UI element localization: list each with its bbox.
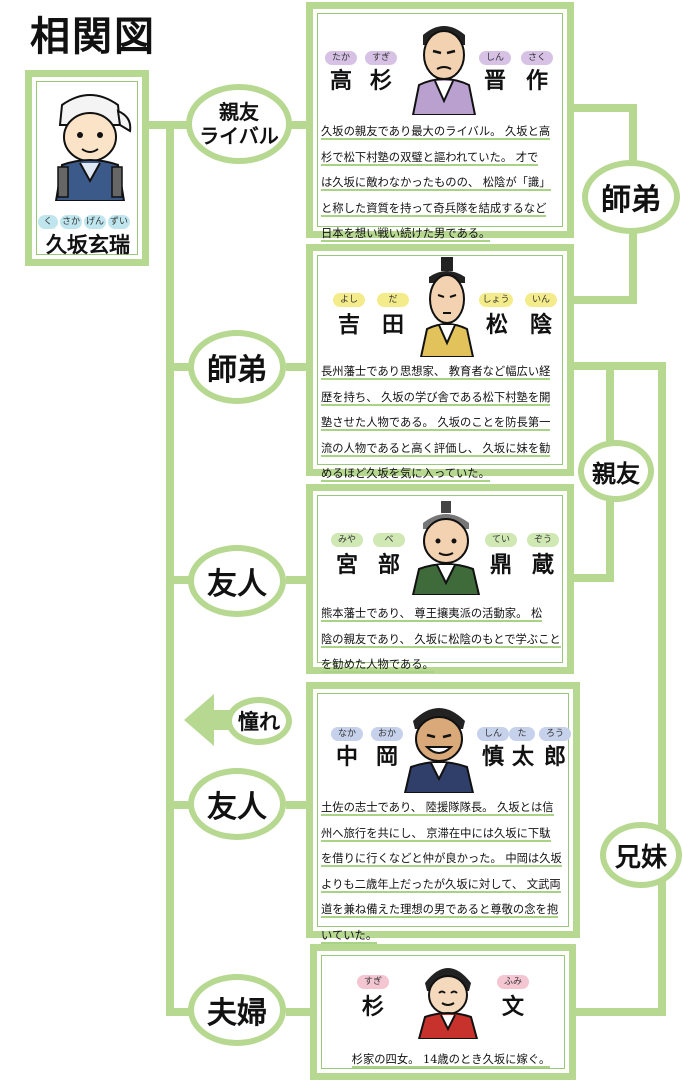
name-char: 陰 — [521, 307, 561, 339]
card-fumi: すぎ ふみ 杉 文 杉家の四女。 14歳のとき久坂に嫁ぐ。 — [310, 944, 576, 1080]
fumi-portrait-icon — [417, 955, 479, 1039]
relation-shinyu-right: 親友 — [578, 440, 654, 502]
name-char: 蔵 — [523, 547, 563, 579]
ruby: すぎ — [357, 975, 389, 989]
ruby: しょう — [479, 293, 513, 307]
protagonist-card: く さか げん ずい 久坂玄瑞 — [25, 70, 149, 266]
description-fumi: 杉家の四女。 14歳のとき久坂に嫁ぐ。 — [331, 1047, 571, 1073]
ruby-saka: さか — [60, 215, 82, 229]
relation-shitei-right: 師弟 — [582, 160, 680, 234]
name-char: 部 — [369, 547, 409, 579]
kusaka-portrait-icon — [46, 85, 134, 201]
ruby: ふみ — [497, 975, 529, 989]
ruby: いん — [525, 293, 557, 307]
ruby: べ — [373, 533, 405, 547]
name-char: 中 — [327, 739, 367, 771]
relation-shitei-left: 師弟 — [188, 330, 286, 404]
relation-kyodai: 兄妹 — [600, 822, 682, 888]
page-title: 相関図 — [30, 4, 156, 62]
description-takasugi: 久坂の親友であり最大のライバル。 久坂と高 杉で松下村塾の双璧と謳われていた。 … — [321, 119, 573, 247]
name-char: 杉 — [361, 63, 401, 95]
ruby-ku: く — [38, 215, 58, 229]
relation-yujin-1: 友人 — [188, 545, 286, 617]
name-char: 郎 — [535, 739, 575, 771]
akogare-arrow-icon — [184, 694, 214, 746]
ruby: ぞう — [527, 533, 559, 547]
name-char: 晋 — [475, 63, 515, 95]
name-char: 松 — [477, 307, 517, 339]
name-char: 宮 — [327, 547, 367, 579]
ruby: てい — [485, 533, 517, 547]
name-char: 作 — [517, 63, 557, 95]
ruby: みや — [331, 533, 363, 547]
description-miyabe: 熊本藩士であり、 尊王攘夷派の活動家。 松 陰の親友であり、 久坂に松陰のもとで… — [321, 601, 573, 678]
relation-fufu: 夫婦 — [188, 974, 286, 1046]
card-yoshida: よし だ しょう いん 吉 田 松 陰 長州藩士であり思想家、 教育者など幅広い… — [306, 244, 574, 476]
relation-akogare: 憧れ — [226, 697, 292, 745]
nakaoka-portrait-icon — [401, 695, 477, 793]
trunk-line — [146, 125, 192, 1012]
name-char: 鼎 — [481, 547, 521, 579]
ruby-gen: げん — [84, 215, 106, 229]
name-char: 杉 — [353, 989, 393, 1021]
yoshida-portrait-icon — [417, 255, 477, 357]
ruby: よし — [333, 293, 365, 307]
card-nakaoka: なか おか しん た ろう 中 岡 慎 太 郎 土佐の志士であり、 陸援隊隊長。… — [306, 682, 580, 938]
relation-shinyu-rival: 親友 ライバル — [186, 84, 292, 164]
relation-yujin-2: 友人 — [188, 768, 286, 840]
card-miyabe: みや べ てい ぞう 宮 部 鼎 蔵 熊本藩士であり、 尊王攘夷派の活動家。 松… — [306, 484, 574, 674]
card-takasugi: たか すぎ しん さく 高 杉 晋 作 久坂の親友であり最大のライバル。 久坂と… — [306, 2, 574, 238]
miyabe-portrait-icon — [409, 499, 483, 595]
description-yoshida: 長州藩士であり思想家、 教育者など幅広い経 歴を持ち、 久坂の学び舎である松下村… — [321, 359, 573, 487]
name-char: 文 — [493, 989, 533, 1021]
name-char: 吉 — [329, 307, 369, 339]
name-char: 田 — [373, 307, 413, 339]
ruby: だ — [377, 293, 409, 307]
takasugi-portrait-icon — [409, 15, 479, 115]
description-nakaoka: 土佐の志士であり、 陸援隊隊長。 久坂とは信 州へ旅行を共にし、 京滞在中には久… — [321, 795, 579, 948]
protagonist-name: 久坂玄瑞 — [36, 229, 140, 259]
ruby-zui: ずい — [108, 215, 130, 229]
name-char: 高 — [321, 63, 361, 95]
